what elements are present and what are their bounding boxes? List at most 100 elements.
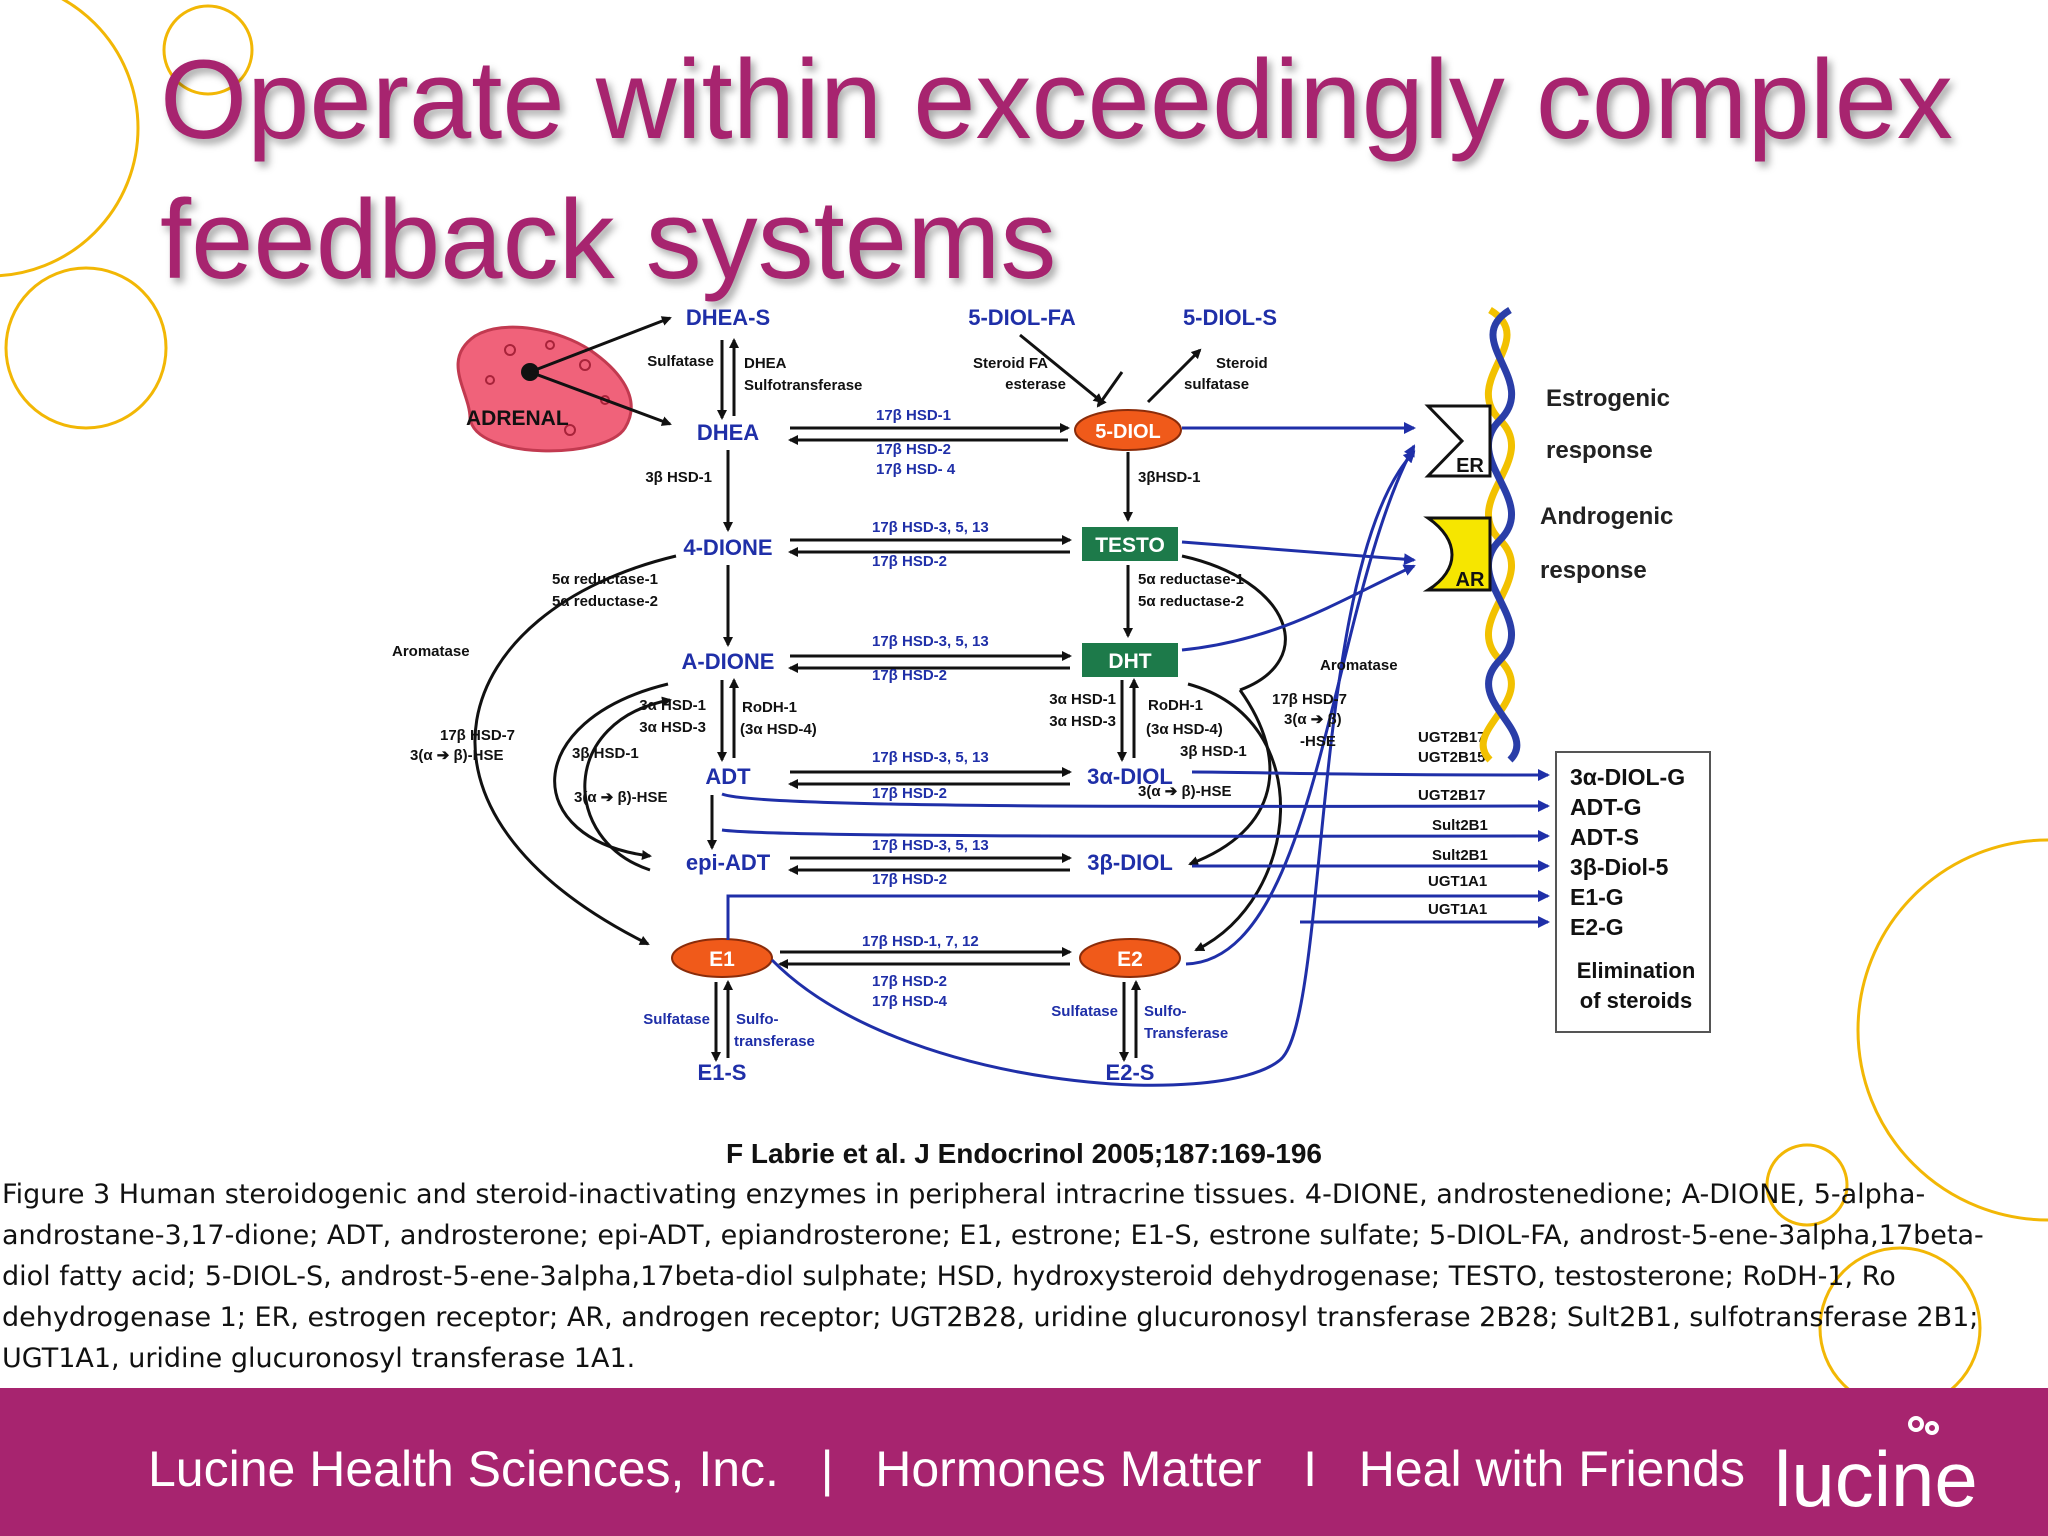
elimination-product: ADT-S: [1570, 824, 1639, 850]
elimination-label-1: Elimination: [1577, 958, 1696, 983]
figure-caption: Figure 3 Human steroidogenic and steroid…: [2, 1179, 1984, 1374]
enzyme-ugt2b17-a: UGT2B17: [1418, 729, 1486, 746]
elimination-product: 3β-Diol-5: [1570, 854, 1669, 880]
enzyme-3b-hsd-1-mid: 3β HSD-1: [572, 745, 639, 762]
enzyme-sulfatase-e1: Sulfatase: [643, 1011, 710, 1028]
enzyme-sulfotransferase-e1-b: transferase: [734, 1033, 815, 1050]
enzyme-5a-reductase-2-right: 5α reductase-2: [1138, 593, 1244, 610]
estrogenic-response-line2: response: [1546, 437, 1653, 464]
node-dht: DHT: [1108, 650, 1151, 673]
receptor-ar-label: AR: [1456, 569, 1485, 591]
enzyme-hse-right2-a: 3(α ➔ β): [1284, 711, 1342, 728]
node-e1: E1: [709, 948, 735, 971]
enzyme-17b-hsd-3-5-13-b: 17β HSD-3, 5, 13: [872, 633, 989, 650]
elimination-product: E1-G: [1570, 884, 1624, 910]
node-dht-box: [1082, 643, 1178, 677]
lucine-logo: lucine: [1774, 1416, 1978, 1520]
node-e1-ellipse: [671, 938, 773, 978]
enzyme-3b-hsd-1-right: 3βHSD-1: [1138, 469, 1201, 486]
enzyme-dhea-sulfotransferase-2: Sulfotransferase: [744, 377, 862, 394]
node-adt: ADT: [705, 764, 751, 789]
node-5-diol: 5-DIOL: [1095, 421, 1161, 443]
enzyme-sulfotransferase-e2-a: Sulfo-: [1144, 1003, 1187, 1020]
enzyme-hse-left: 3(α ➔ β)-HSE: [410, 747, 503, 764]
estrogen-receptor: ER: [1424, 404, 1492, 478]
dna-helix: [1479, 307, 1521, 763]
enzyme-hse-mid: 3(α ➔ β)-HSE: [574, 789, 667, 806]
enzyme-17b-hsd-7-right: 17β HSD-7: [1272, 691, 1347, 708]
enzyme-5a-reductase-2-left: 5α reductase-2: [552, 593, 658, 610]
enzyme-17b-hsd-2-f: 17β HSD-2: [872, 973, 947, 990]
deco-circle-topleft: [0, 0, 140, 278]
androgenic-response-line1: Androgenic: [1540, 503, 1673, 530]
node-5-diol-fa: 5-DIOL-FA: [968, 305, 1076, 330]
elimination-product: E2-G: [1570, 914, 1624, 940]
slide-title: Operate within exceedingly complex feedb…: [160, 37, 1953, 302]
enzyme-3b-hsd-1-right2: 3β HSD-1: [1180, 743, 1247, 760]
node-4-dione: 4-DIONE: [683, 535, 772, 560]
enzyme-hse-right2-b: -HSE: [1300, 733, 1336, 750]
enzyme-17b-hsd-2-b: 17β HSD-2: [872, 553, 947, 570]
androgenic-response-line2: response: [1540, 557, 1647, 584]
estrogenic-response-line1: Estrogenic: [1546, 385, 1670, 412]
enzyme-rodh-1-left: RoDH-1: [742, 699, 797, 716]
node-5-diol-ellipse: [1074, 409, 1182, 451]
figure-citation: F Labrie et al. J Endocrinol 2005;187:16…: [725, 1138, 1323, 1169]
enzyme-sulfatase-dhea: Sulfatase: [647, 353, 714, 370]
enzyme-dhea-sulfotransferase-1: DHEA: [744, 355, 787, 372]
steroid-pathway-diagram: ADRENAL DHEA-S DHEA 4-DIONE A-DIONE ADT …: [392, 305, 1711, 1087]
footer-text: Lucine Health Sciences, Inc. | Hormones …: [148, 1441, 1745, 1497]
enzyme-sulfotransferase-e2-b: Transferase: [1144, 1025, 1228, 1042]
enzyme-3a-hsd-1-right: 3α HSD-1: [1049, 691, 1116, 708]
enzyme-3a-hsd-3-right: 3α HSD-3: [1049, 713, 1116, 730]
enzyme-17b-hsd-2: 17β HSD-2: [876, 441, 951, 458]
node-e2-ellipse: [1079, 938, 1181, 978]
elimination-box: [1555, 751, 1711, 1033]
enzyme-17b-hsd-2-c: 17β HSD-2: [872, 667, 947, 684]
node-testo-box: [1082, 527, 1178, 561]
enzyme-steroid-fa-2: esterase: [1005, 376, 1066, 393]
node-3a-diol: 3α-DIOL: [1087, 764, 1173, 789]
node-e1-s: E1-S: [698, 1060, 747, 1085]
enzyme-ugt2b17-b: UGT2B17: [1418, 787, 1486, 804]
node-dhea-s: DHEA-S: [686, 305, 770, 330]
enzyme-aromatase-right: Aromatase: [1320, 657, 1398, 674]
enzyme-3b-hsd-1-left: 3β HSD-1: [645, 469, 712, 486]
node-dhea: DHEA: [697, 420, 759, 445]
enzyme-sult2b1-a: Sult2B1: [1432, 817, 1488, 834]
enzyme-steroid-sulfatase-1: Steroid: [1216, 355, 1268, 372]
androgen-receptor: AR: [1422, 516, 1492, 592]
enzyme-17b-hsd-2-d: 17β HSD-2: [872, 785, 947, 802]
enzyme-ugt1a1-b: UGT1A1: [1428, 901, 1487, 918]
enzyme-5a-reductase-1-left: 5α reductase-1: [552, 571, 658, 588]
enzyme-17b-hsd-1-7-12: 17β HSD-1, 7, 12: [862, 933, 979, 950]
receptor-er-label: ER: [1456, 455, 1484, 477]
enzyme-3a-hsd-3-left: 3α HSD-3: [639, 719, 706, 736]
node-testo: TESTO: [1095, 534, 1165, 557]
footer-bar: Lucine Health Sciences, Inc. | Hormones …: [0, 1388, 2048, 1536]
enzyme-3a-hsd-4-right: (3α HSD-4): [1146, 721, 1223, 738]
enzyme-17b-hsd-4: 17β HSD- 4: [876, 461, 956, 478]
enzyme-17b-hsd-2-e: 17β HSD-2: [872, 871, 947, 888]
enzyme-3a-hsd-1-left: 3α HSD-1: [639, 697, 706, 714]
enzyme-rodh-1-right: RoDH-1: [1148, 697, 1203, 714]
enzyme-17b-hsd-3-5-13-d: 17β HSD-3, 5, 13: [872, 837, 989, 854]
enzyme-17b-hsd-7-left: 17β HSD-7: [440, 727, 515, 744]
enzyme-aromatase-left: Aromatase: [392, 643, 470, 660]
enzyme-17b-hsd-1: 17β HSD-1: [876, 407, 951, 424]
node-a-dione: A-DIONE: [682, 649, 775, 674]
enzyme-5a-reductase-1-right: 5α reductase-1: [1138, 571, 1244, 588]
node-epi-adt: epi-ADT: [686, 850, 771, 875]
enzyme-steroid-sulfatase-2: sulfatase: [1184, 376, 1249, 393]
enzyme-sulfatase-e2: Sulfatase: [1051, 1003, 1118, 1020]
enzyme-17b-hsd-3-5-13-c: 17β HSD-3, 5, 13: [872, 749, 989, 766]
elimination-product: ADT-G: [1570, 794, 1642, 820]
enzyme-sulfotransferase-e1-a: Sulfo-: [736, 1011, 779, 1028]
enzyme-17b-hsd-3-5-13-a: 17β HSD-3, 5, 13: [872, 519, 989, 536]
enzyme-3a-hsd-4-left: (3α HSD-4): [740, 721, 817, 738]
enzyme-17b-hsd-4-b: 17β HSD-4: [872, 993, 948, 1010]
node-e2: E2: [1117, 948, 1143, 971]
elimination-product: 3α-DIOL-G: [1570, 764, 1685, 790]
lucine-logo-text: lucine: [1774, 1435, 1978, 1520]
node-e2-s: E2-S: [1106, 1060, 1155, 1085]
